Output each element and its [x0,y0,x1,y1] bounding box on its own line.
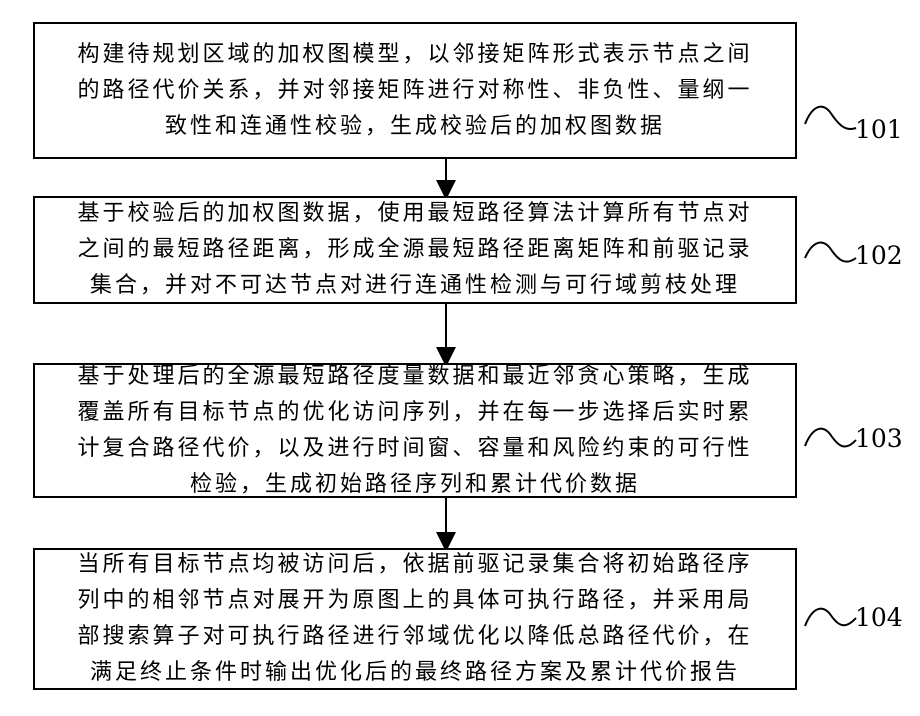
step-text-102: 基于校验后的加权图数据，使用最短路径算法计算所有节点对 之间的最短路径距离，形成… [77,196,752,304]
step-label-101: 101 [855,116,903,144]
step-box-102: 基于校验后的加权图数据，使用最短路径算法计算所有节点对 之间的最短路径距离，形成… [33,196,797,304]
leader-line-103 [805,429,856,447]
leader-line-104 [805,609,856,626]
step-box-104: 当所有目标节点均被访问后，依据前驱记录集合将初始路径序 列中的相邻节点对展开为原… [33,548,797,690]
step-label-102: 102 [855,242,903,270]
step-box-101: 构建待规划区域的加权图模型，以邻接矩阵形式表示节点之间 的路径代价关系，并对邻接… [33,22,797,159]
leader-line-102 [805,243,856,262]
step-text-103: 基于处理后的全源最短路径度量数据和最近邻贪心策略，生成 覆盖所有目标节点的优化访… [77,359,752,503]
leader-line-101 [805,107,856,129]
step-box-103: 基于处理后的全源最短路径度量数据和最近邻贪心策略，生成 覆盖所有目标节点的优化访… [33,363,797,498]
step-text-101: 构建待规划区域的加权图模型，以邻接矩阵形式表示节点之间 的路径代价关系，并对邻接… [77,37,752,145]
step-text-104: 当所有目标节点均被访问后，依据前驱记录集合将初始路径序 列中的相邻节点对展开为原… [77,547,752,691]
step-label-104: 104 [855,604,903,632]
step-label-103: 103 [855,425,903,453]
